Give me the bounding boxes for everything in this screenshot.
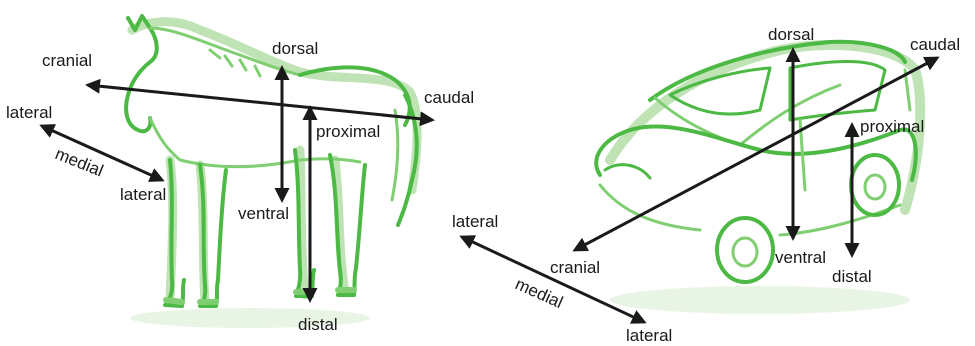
- car-label-proximal: proximal: [860, 117, 924, 136]
- horse-arrows: [42, 68, 432, 300]
- horse-label-ventral: ventral: [238, 204, 289, 223]
- horse-cranial-caudal-arrow: [88, 85, 432, 120]
- car-label-cranial: cranial: [550, 258, 600, 277]
- horse-label-dorsal: dorsal: [272, 39, 318, 58]
- car-label-distal: distal: [832, 267, 872, 286]
- horse-label-lateral-top: lateral: [6, 103, 52, 122]
- car-label-dorsal: dorsal: [768, 25, 814, 44]
- car-label-ventral: ventral: [775, 248, 826, 267]
- car-label-medial: medial: [512, 274, 565, 312]
- horse-sketch: [126, 16, 417, 328]
- car-label-lateral-bottom: lateral: [626, 326, 672, 345]
- horse-label-distal: distal: [298, 315, 338, 334]
- car-label-caudal: caudal: [910, 35, 960, 54]
- horse-label-cranial: cranial: [42, 51, 92, 70]
- horse-label-lateral-bottom: lateral: [120, 185, 166, 204]
- horse-label-medial: medial: [53, 144, 107, 180]
- horse-label-proximal: proximal: [316, 122, 380, 141]
- horse-label-caudal: caudal: [424, 88, 474, 107]
- car-label-lateral-top: lateral: [452, 212, 498, 231]
